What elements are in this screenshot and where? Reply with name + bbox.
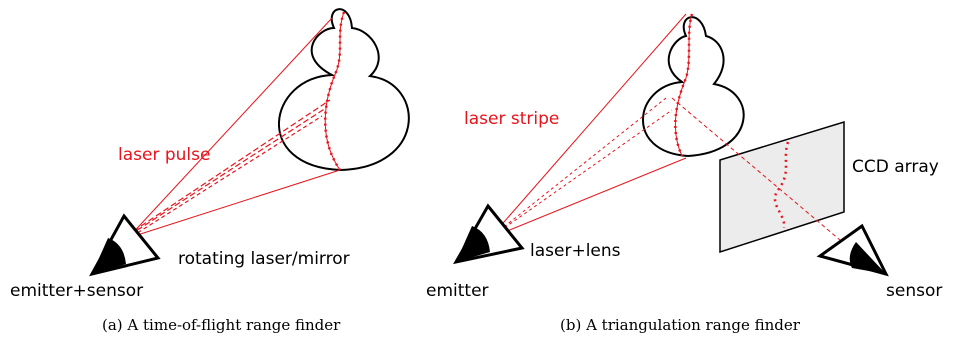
laser-fan-mid-b2 [489, 109, 673, 239]
ccd-stripe-image [773, 141, 790, 229]
field-of-view-top-a [127, 17, 333, 239]
emitter-b-fill [456, 226, 490, 262]
emitter-sensor-label: emitter+sensor [10, 281, 143, 301]
laser-pulse-beam-2 [125, 99, 331, 237]
sensor-b-fill [849, 242, 886, 274]
emitter-sensor-a-fill [92, 238, 126, 274]
emitter-label: emitter [426, 281, 489, 301]
laser-lens-label: laser+lens [530, 241, 621, 261]
reflection-ray-b [671, 97, 867, 263]
laser-fan-top-b [489, 13, 687, 239]
caption-a: (a) A time-of-flight range finder [102, 316, 341, 334]
laser-pulse-label: laser pulse [118, 145, 210, 165]
laser-pulse-beam-1 [121, 107, 327, 241]
field-of-view-bottom-a [127, 169, 341, 239]
ccd-array-label: CCD array [852, 157, 939, 177]
laser-stripe-label: laser stripe [464, 109, 559, 129]
surface-profile-a-line [324, 11, 345, 171]
object-silhouette-b [642, 16, 745, 158]
surface-profile-b-line [674, 13, 693, 157]
panel-b: laser stripe CCD array laser+lens emitte… [426, 13, 942, 334]
caption-b: (b) A triangulation range finder [560, 316, 801, 334]
rotating-laser-label: rotating laser/mirror [178, 249, 350, 269]
object-silhouette-a [278, 8, 410, 172]
ccd-array [719, 120, 845, 254]
laser-fan-bottom-b [489, 157, 687, 239]
panel-a: laser pulse rotating laser/mirror emitte… [10, 8, 410, 334]
laser-pulse-beam-3 [119, 115, 323, 245]
sensor-label: sensor [886, 281, 942, 301]
laser-fan-mid-b1 [489, 97, 667, 239]
